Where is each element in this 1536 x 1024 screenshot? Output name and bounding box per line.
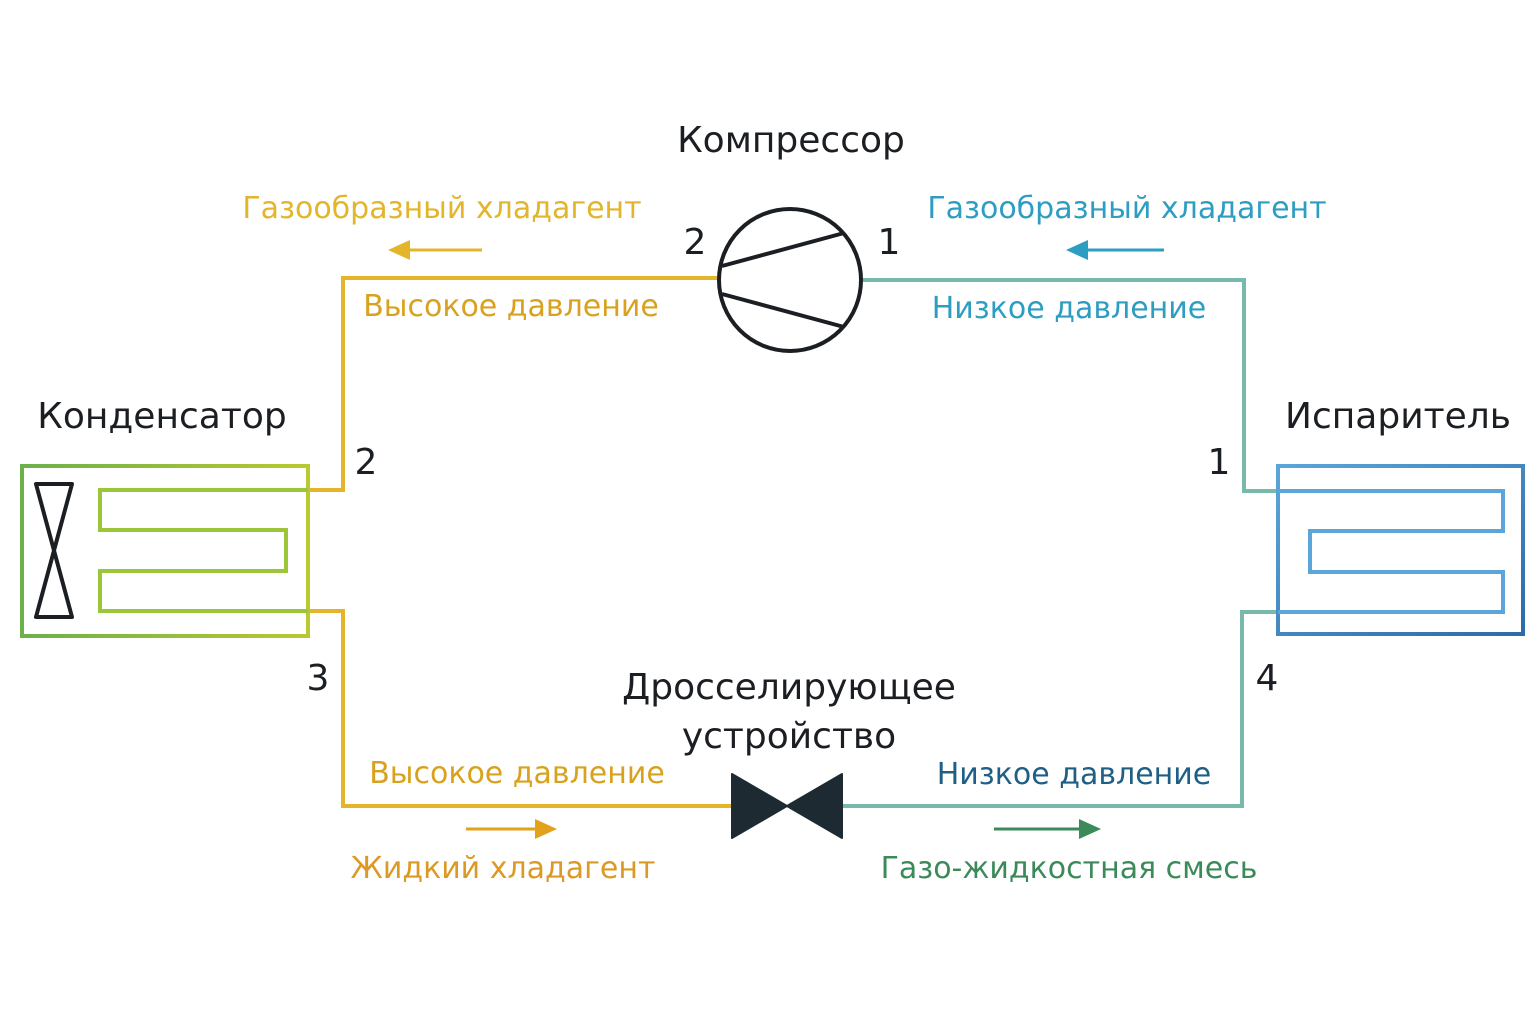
- evaporator-body: [1276, 464, 1525, 636]
- evaporator-coil: [1278, 489, 1505, 614]
- evaporator-port-in-number: 4: [1256, 658, 1279, 699]
- compressor-port-in-number: 1: [878, 222, 901, 263]
- bottom-left-pressure-label: Высокое давление: [369, 756, 665, 791]
- arrow-left-icon: [1066, 240, 1164, 260]
- bottom-left-state-label: Жидкий хладагент: [351, 851, 656, 886]
- top-left-state-label: Газообразный хладагент: [242, 191, 641, 226]
- condenser-port-in-number: 2: [355, 442, 378, 483]
- arrow-right-icon: [466, 819, 557, 839]
- pipe-discharge-line: [308, 276, 720, 492]
- throttle-title-line2: устройство: [682, 716, 896, 757]
- condenser: [20, 464, 310, 638]
- throttle-valve-icon: [731, 773, 843, 839]
- bottom-right-state-label: Газо-жидкостная смесь: [881, 851, 1258, 886]
- condenser-port-out-number: 3: [307, 658, 330, 699]
- top-right-pressure-label: Низкое давление: [932, 291, 1206, 326]
- compressor-port-out-number: 2: [684, 222, 707, 263]
- top-right-state-label: Газообразный хладагент: [927, 191, 1326, 226]
- pipe-mixture-line: [842, 610, 1278, 808]
- evaporator: [1276, 464, 1525, 636]
- pipe-suction-line: [862, 278, 1278, 493]
- evaporator-title: Испаритель: [1285, 396, 1511, 437]
- compressor-blade-lower: [721, 292, 845, 329]
- compressor: [717, 207, 863, 353]
- compressor-blade-upper: [721, 231, 845, 268]
- condenser-coil: [98, 488, 308, 613]
- pipe-liquid-line: [308, 609, 732, 808]
- throttle-title-line1: Дросселирующее: [622, 667, 956, 708]
- condenser-title: Конденсатор: [37, 396, 286, 437]
- compressor-icon: [717, 207, 863, 353]
- evaporator-port-out-number: 1: [1208, 442, 1231, 483]
- fan-icon: [34, 482, 74, 619]
- arrow-left-icon: [388, 240, 482, 260]
- arrow-right-icon: [994, 819, 1101, 839]
- compressor-title: Компрессор: [677, 120, 905, 161]
- bottom-right-pressure-label: Низкое давление: [937, 757, 1211, 792]
- top-left-pressure-label: Высокое давление: [363, 289, 659, 324]
